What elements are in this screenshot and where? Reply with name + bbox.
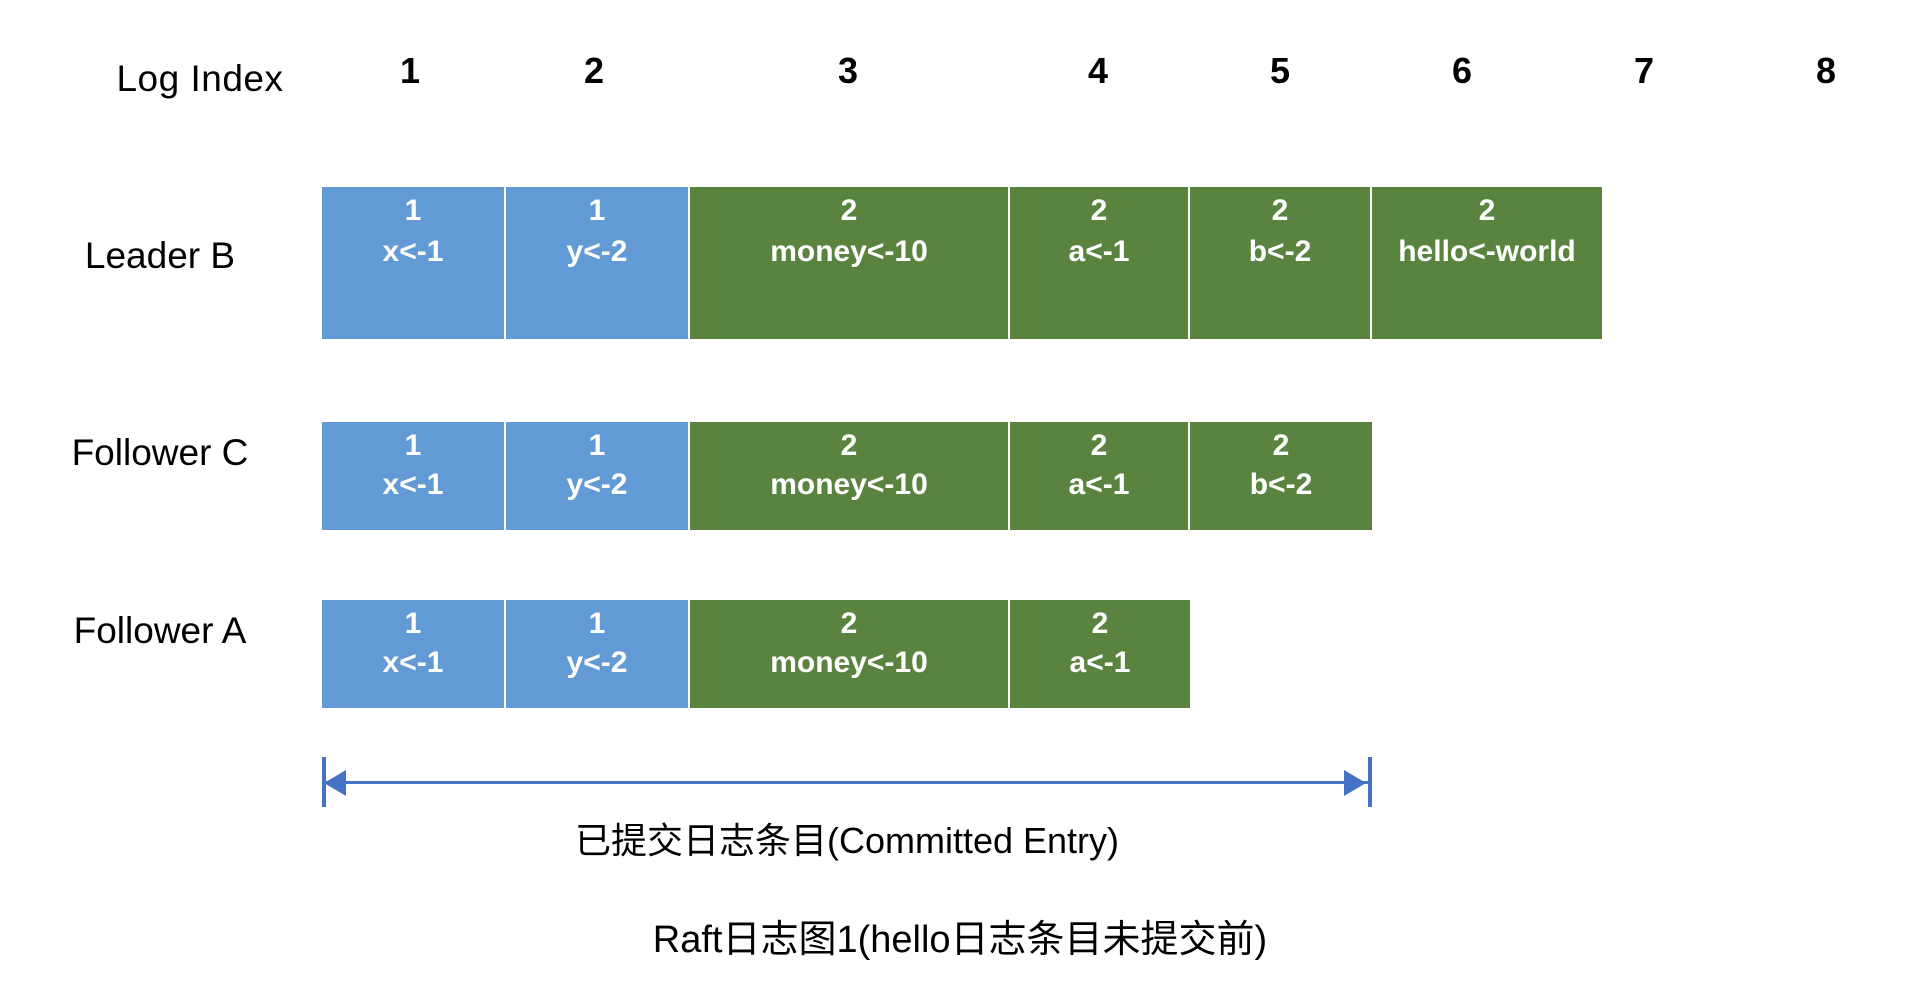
log-row-follower-a: 1 x<-1 1 y<-2 2 money<-10 2 a<-1	[322, 600, 1190, 708]
log-entry-cell[interactable]: 2 a<-1	[1010, 600, 1190, 708]
entry-command: a<-1	[1068, 235, 1130, 269]
entry-command: hello<-world	[1398, 235, 1576, 269]
log-index-4: 4	[1087, 50, 1109, 91]
log-entry-cell[interactable]: 1 x<-1	[322, 187, 506, 339]
log-entry-cell[interactable]: 1 y<-2	[506, 422, 690, 530]
committed-entry-caption: 已提交日志条目(Committed Entry)	[574, 820, 1120, 861]
entry-term: 2	[1090, 429, 1108, 462]
entry-command: x<-1	[382, 468, 444, 502]
row-label-follower-c: Follower C	[71, 432, 249, 473]
entry-command: x<-1	[382, 235, 444, 269]
arrow-head-left-icon	[324, 770, 346, 796]
entry-term: 2	[840, 194, 858, 227]
entry-term: 1	[588, 194, 606, 227]
entry-term: 2	[1271, 194, 1289, 227]
figure-title: Raft日志图1(hello日志条目未提交前)	[652, 919, 1268, 961]
entry-command: a<-1	[1068, 468, 1130, 502]
entry-command: money<-10	[770, 646, 928, 680]
entry-term: 1	[404, 429, 422, 462]
log-entry-cell[interactable]: 2 money<-10	[690, 600, 1010, 708]
log-entry-cell[interactable]: 2 money<-10	[690, 187, 1010, 339]
entry-command: y<-2	[566, 468, 628, 502]
log-index-2: 2	[583, 50, 605, 91]
log-index-8: 8	[1815, 50, 1837, 91]
log-index-3: 3	[837, 50, 859, 91]
entry-term: 1	[404, 194, 422, 227]
log-index-label: Log Index	[116, 58, 284, 99]
log-entry-cell[interactable]: 1 x<-1	[322, 600, 506, 708]
entry-term: 1	[588, 607, 606, 640]
log-index-6: 6	[1451, 50, 1473, 91]
log-entry-cell[interactable]: 1 y<-2	[506, 187, 690, 339]
entry-command: b<-2	[1249, 468, 1313, 502]
log-entry-cell[interactable]: 1 y<-2	[506, 600, 690, 708]
entry-term: 2	[1091, 607, 1109, 640]
entry-term: 2	[840, 429, 858, 462]
row-label-follower-a: Follower A	[73, 610, 247, 651]
log-entry-cell[interactable]: 2 b<-2	[1190, 422, 1372, 530]
log-entry-cell[interactable]: 2 a<-1	[1010, 422, 1190, 530]
arrow-head-right-icon	[1344, 770, 1366, 796]
entry-command: y<-2	[566, 235, 628, 269]
log-entry-cell[interactable]: 2 a<-1	[1010, 187, 1190, 339]
entry-term: 2	[1090, 194, 1108, 227]
entry-command: b<-2	[1248, 235, 1312, 269]
entry-term: 1	[404, 607, 422, 640]
entry-command: y<-2	[566, 646, 628, 680]
log-index-5: 5	[1269, 50, 1291, 91]
log-entry-cell[interactable]: 1 x<-1	[322, 422, 506, 530]
entry-command: a<-1	[1069, 646, 1131, 680]
log-index-1: 1	[399, 50, 421, 91]
entry-command: money<-10	[770, 468, 928, 502]
entry-term: 2	[840, 607, 858, 640]
committed-range-arrow	[322, 757, 1372, 807]
log-row-follower-c: 1 x<-1 1 y<-2 2 money<-10 2 a<-1 2 b<-2	[322, 422, 1372, 530]
log-row-leader-b: 1 x<-1 1 y<-2 2 money<-10 2 a<-1 2 b<-2 2 hello<-wo…	[322, 187, 1602, 339]
arrow-cap-right	[1368, 757, 1372, 807]
arrow-line	[322, 781, 1372, 784]
entry-command: x<-1	[382, 646, 444, 680]
entry-term: 2	[1478, 194, 1496, 227]
log-entry-cell[interactable]: 2 money<-10	[690, 422, 1010, 530]
row-label-leader-b: Leader B	[84, 235, 236, 276]
entry-term: 2	[1272, 429, 1290, 462]
entry-command: money<-10	[770, 235, 928, 269]
log-index-7: 7	[1633, 50, 1655, 91]
log-entry-cell[interactable]: 2 b<-2	[1190, 187, 1372, 339]
log-entry-cell[interactable]: 2 hello<-world	[1372, 187, 1602, 339]
entry-term: 1	[588, 429, 606, 462]
